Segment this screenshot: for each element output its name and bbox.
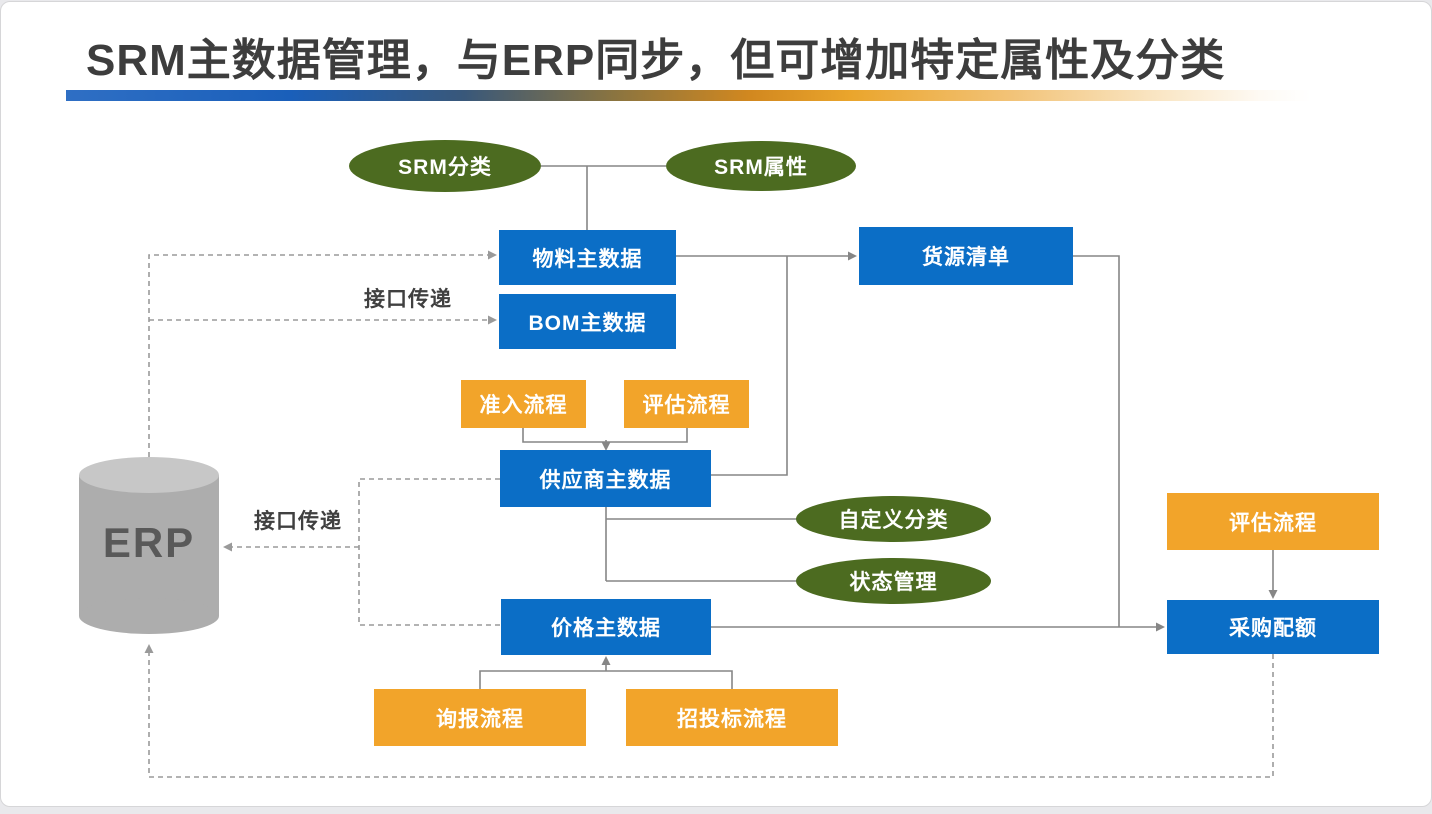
- node-supplier-master: 供应商主数据: [500, 450, 711, 507]
- node-evaluation-process-right: 评估流程: [1167, 493, 1379, 550]
- edge-supplier-price-left-dashed: [358, 478, 500, 626]
- edge-erp-to-material-dashed: [148, 250, 497, 457]
- cylinder-body: [79, 475, 219, 616]
- node-custom-category: 自定义分类: [796, 496, 991, 542]
- edge-quota-to-erp-dashed: [144, 644, 1274, 778]
- node-bom-master: BOM主数据: [499, 294, 676, 349]
- title-underline-gradient: [66, 90, 1311, 101]
- node-srm-attribute: SRM属性: [666, 141, 856, 191]
- erp-label: ERP: [102, 519, 196, 566]
- page-title: SRM主数据管理，与ERP同步，但可增加特定属性及分类: [86, 36, 1226, 85]
- node-srm-category: SRM分类: [349, 140, 541, 192]
- label-interface-transfer-top: 接口传递: [364, 288, 452, 311]
- node-purchase-quota: 采购配额: [1167, 600, 1379, 654]
- node-status-management: 状态管理: [796, 558, 991, 604]
- cylinder-top: [79, 457, 219, 493]
- edge-admission-evaluation-merge: [522, 428, 688, 443]
- cylinder-bottom: [79, 598, 219, 634]
- node-material-master: 物料主数据: [499, 230, 676, 285]
- erp-database-cylinder: ERP: [79, 457, 219, 634]
- node-inquiry-process: 询报流程: [374, 689, 586, 746]
- node-price-master: 价格主数据: [501, 599, 711, 655]
- edge-inquiry-bidding-merge: [479, 670, 733, 689]
- edge-sourcelist-down: [1073, 255, 1120, 627]
- node-source-list: 货源清单: [859, 227, 1073, 285]
- node-evaluation-process: 评估流程: [624, 380, 749, 428]
- node-admission-process: 准入流程: [461, 380, 586, 428]
- edge-supplier-up-join: [711, 256, 788, 476]
- node-bidding-process: 招投标流程: [626, 689, 838, 746]
- label-interface-transfer-mid: 接口传递: [254, 510, 342, 533]
